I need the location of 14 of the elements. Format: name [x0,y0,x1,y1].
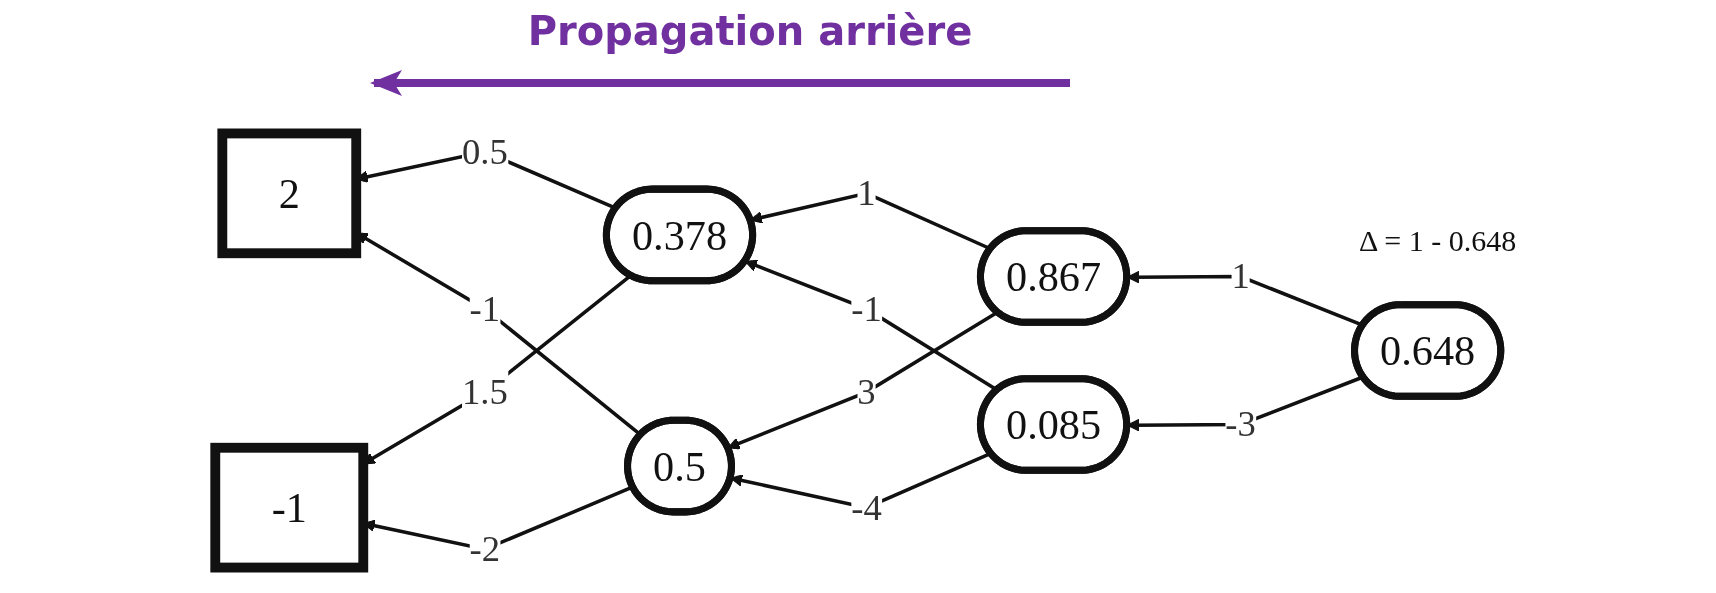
edge-label: 3 [857,371,876,413]
edge-label: 1 [857,172,876,214]
edge-label: -4 [851,486,882,528]
title: Propagation arrière [526,8,974,54]
edge-label: 0.5 [461,130,508,172]
node-caption: Δ = 1 - 0.648 [1358,224,1518,259]
edge-label: -2 [469,528,501,570]
edge-label: 1.5 [461,371,508,413]
node-box: -1 [210,442,369,572]
edge-label: -3 [1225,403,1256,445]
edge-label: -1 [851,287,882,329]
edge-label: 1 [1231,255,1250,297]
node-box: 2 [217,128,362,258]
edge-label: -1 [469,287,501,329]
